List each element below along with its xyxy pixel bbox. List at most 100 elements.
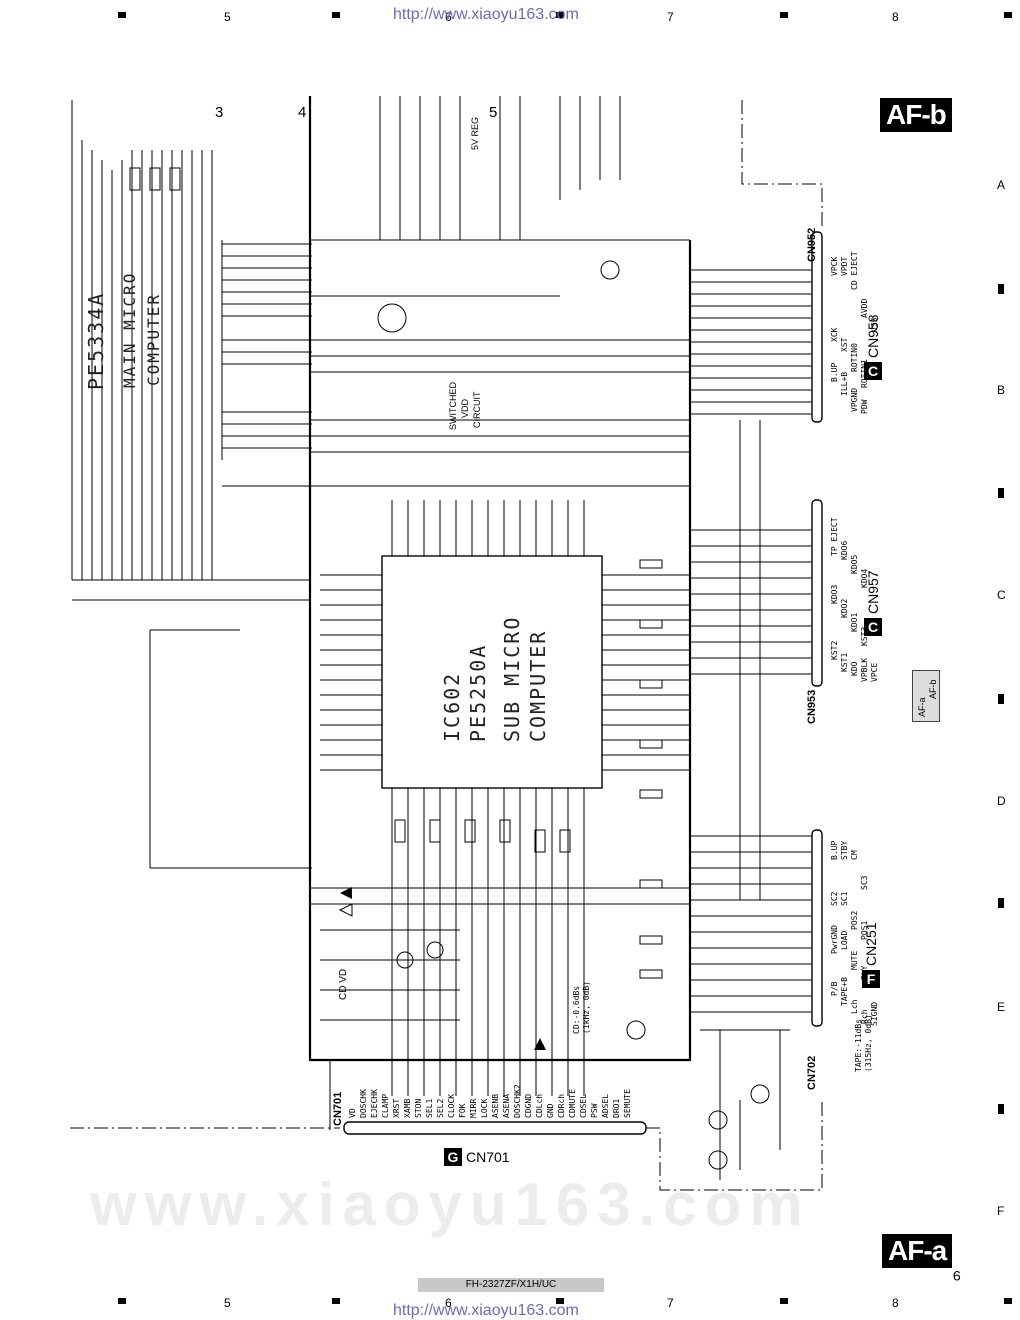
sheet-tag-af-b: AF-b [880, 98, 952, 132]
cn958-pin: ILL+B [840, 371, 849, 396]
cn701-pin: DOSCHK [359, 1089, 368, 1118]
main-micro-ref: PE5334A [84, 291, 108, 390]
column-number-bottom-6: 6 [445, 1296, 452, 1310]
note-cd-1: CD:-0.6dBs [572, 985, 581, 1034]
edge-mark [556, 12, 564, 18]
edge-mark [556, 1298, 564, 1304]
edge-mark [998, 488, 1004, 498]
cn701-pin: MIRR [469, 1098, 478, 1118]
cn957-pin: KST3 [860, 626, 869, 646]
cn957-pin: KDO1 [850, 612, 859, 632]
column-number-bottom-8: 8 [892, 1296, 899, 1310]
cn251-pin: SIGND [870, 1001, 879, 1026]
cn958-pin: CD EJECT [850, 251, 859, 290]
cn701-pin: ADSEL [601, 1093, 610, 1118]
cn701-pin: CLAMP [381, 1093, 390, 1118]
cn952-label: CN952 [806, 227, 818, 262]
cn251-pin: PwrGND [830, 925, 839, 954]
cn957-pin: KDO4 [860, 568, 869, 588]
cn251-pin: SC1 [840, 891, 849, 906]
five-v-reg-label: 5V REG [470, 116, 480, 150]
cn957-pin: KST1 [840, 652, 849, 672]
row-letter-c: C [997, 588, 1006, 602]
column-number-bottom-7: 7 [667, 1296, 674, 1310]
cn701-pin: LOCK [480, 1098, 489, 1118]
switched-vdd-label-1: SWITCHED [448, 382, 458, 430]
cn251-pin: LOAD [840, 930, 849, 950]
cn957-pin: VPCE [870, 662, 879, 682]
cn251-pin: POS2 [850, 910, 859, 930]
cn251-pin: Rch [860, 1009, 869, 1024]
cn701-pin: XAMB [403, 1098, 412, 1118]
cn958-pin: VSS [870, 317, 879, 332]
cn958-pin: ROTIN0 [850, 343, 859, 372]
column-number-bottom-5: 5 [224, 1296, 231, 1310]
cn957-pin: KST2 [830, 640, 839, 660]
cn251-pin: SC3 [860, 875, 869, 890]
cn701-pin: DOSCHK2 [513, 1084, 522, 1118]
cn958-pin: XST [840, 337, 849, 352]
cn958-pin: VPDT [840, 256, 849, 276]
row-letter-b: B [997, 383, 1006, 397]
cn957-pin: KDO6 [840, 540, 849, 560]
column-number-top-8: 8 [892, 10, 899, 24]
edge-mark [998, 898, 1004, 908]
cn702-label: CN702 [806, 1055, 818, 1090]
cn701-pin: CLOCK [447, 1093, 456, 1118]
cn701-pin: SEL1 [425, 1098, 434, 1118]
sub-micro-name: SUB MICRO [500, 615, 524, 742]
sub-micro-name2: COMPUTER [526, 629, 550, 742]
cn251-pin: PLY [860, 965, 869, 980]
edge-mark [998, 284, 1004, 294]
edge-mark [1004, 1298, 1012, 1304]
cn953-label: CN953 [806, 689, 818, 724]
switched-vdd-label-2: VDD [460, 398, 470, 418]
cn957-pin: VPBLK [860, 657, 869, 682]
cn251-pin: MUTE [850, 950, 859, 970]
edge-mark [332, 12, 340, 18]
watermark-bottom: www.xiaoyu163.com [90, 1171, 811, 1238]
cn957-pin: KDO3 [830, 584, 839, 604]
cn957-pin: KDO5 [850, 554, 859, 574]
cn701-pin: CDLch [535, 1093, 544, 1118]
block-number-5: 5 [489, 104, 498, 121]
cn701-pin: VD [348, 1108, 357, 1118]
edge-mark [1004, 12, 1012, 18]
block-number-4: 4 [298, 104, 307, 121]
edge-mark [780, 12, 788, 18]
cn701-pin: ASENA [502, 1093, 511, 1118]
edge-mark [780, 1298, 788, 1304]
cn701-letter: G [444, 1148, 462, 1166]
cn251-pin: Lch [850, 999, 859, 1014]
block-number-3: 3 [215, 104, 224, 121]
cn701-small-label: CN701 [332, 1091, 344, 1126]
edge-mark [998, 1104, 1004, 1114]
cn701-label: CN701 [466, 1149, 510, 1165]
cn251-pin: CM [850, 850, 859, 860]
side-block: AF-a AF-b [912, 670, 940, 722]
main-micro-name: MAIN MICRO [120, 271, 139, 388]
edge-mark [332, 1298, 340, 1304]
column-number-top-5: 5 [224, 10, 231, 24]
switched-vdd-label-3: CIRCUIT [472, 391, 482, 429]
note-cd-2: (1kHz, 0dB) [582, 981, 591, 1034]
watermark-url-top: http://www.xiaoyu163.com [393, 6, 579, 23]
cn701-pin: EJECHK [370, 1089, 379, 1118]
cn958-pin: ROTIN1 [860, 359, 869, 388]
row-letter-d: D [997, 794, 1006, 808]
cn251-pin: POS1 [860, 920, 869, 940]
cn701-pin: SEL2 [436, 1098, 445, 1118]
cn958-pin: B.UP [830, 362, 839, 382]
row-letter-a: A [997, 178, 1006, 192]
sheet-tag-af-a: AF-a [882, 1234, 953, 1268]
cn251-pin: STBY [840, 840, 849, 860]
cn701-pin: ASENB [491, 1093, 500, 1118]
cn701-pin: GND [546, 1103, 555, 1118]
cn701-pin: XRST [392, 1098, 401, 1118]
cn958-pin: VPGND [850, 387, 859, 412]
footer-model: FH-2327ZF/X1H/UC [418, 1278, 604, 1292]
note-tape-1: TAPE:-11dBs [854, 1019, 863, 1072]
cn701-pin: PSW [590, 1103, 599, 1118]
row-letter-f: F [997, 1204, 1005, 1218]
